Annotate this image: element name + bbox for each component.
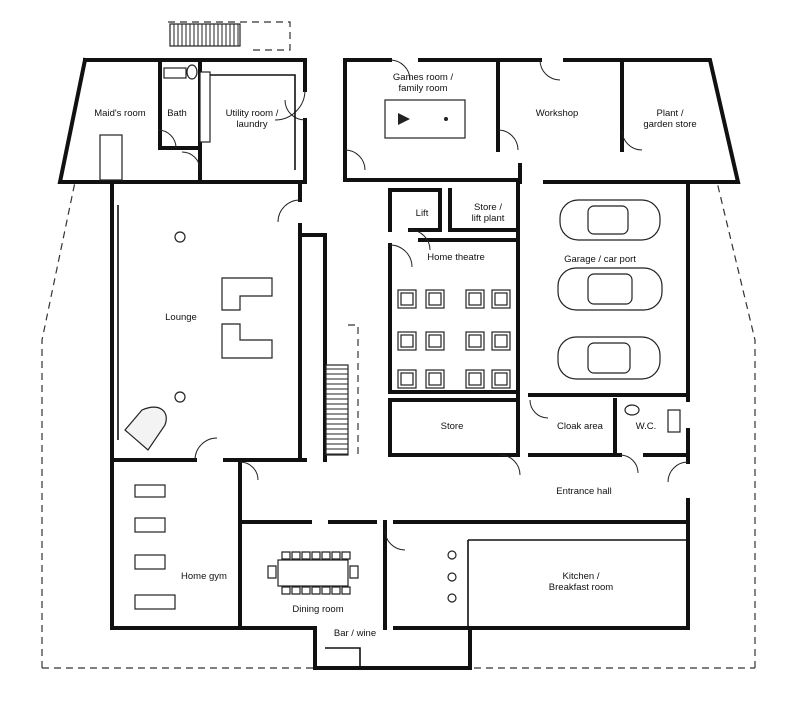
label-kitchen: Kitchen /Breakfast room: [549, 571, 613, 593]
theatre-seat-cushion: [400, 292, 414, 306]
label-wc: W.C.: [636, 421, 657, 432]
label-bar-wine: Bar / wine: [334, 628, 376, 639]
label-lift: Lift: [416, 208, 429, 219]
internal-stair: [325, 324, 359, 456]
theatre-seat-cushion: [468, 334, 482, 348]
label-games-room: Games room /family room: [393, 72, 454, 94]
theatre-seats: [397, 289, 511, 389]
label-workshop: Workshop: [536, 108, 579, 119]
label-store-lift-plant: Store /lift plant: [472, 202, 505, 224]
room-labels: Maid's room Bath Utility room /laundry G…: [94, 72, 696, 639]
label-dining-room: Dining room: [292, 604, 343, 615]
theatre-seat-cushion: [468, 372, 482, 386]
theatre-seat-cushion: [494, 334, 508, 348]
theatre-seat-cushion: [494, 372, 508, 386]
theatre-seat-cushion: [428, 292, 442, 306]
theatre-seat-cushion: [400, 372, 414, 386]
external-stair: [169, 23, 241, 47]
fixtures: [99, 64, 681, 668]
label-cloak-area: Cloak area: [557, 421, 604, 432]
car-3: [557, 336, 661, 380]
label-home-theatre: Home theatre: [427, 252, 485, 263]
label-garage: Garage / car port: [564, 254, 636, 265]
label-home-gym: Home gym: [181, 571, 227, 582]
label-entrance-hall: Entrance hall: [556, 486, 611, 497]
theatre-seat-cushion: [400, 334, 414, 348]
car-2: [557, 267, 663, 311]
theatre-seat-cushion: [428, 334, 442, 348]
doors: [157, 59, 689, 551]
walls: [57, 57, 741, 670]
theatre-seat-cushion: [468, 292, 482, 306]
label-store: Store: [441, 421, 464, 432]
theatre-seat-cushion: [428, 372, 442, 386]
label-maids-room: Maid's room: [94, 108, 146, 119]
theatre-seat-cushion: [494, 292, 508, 306]
label-plant-store: Plant /garden store: [643, 108, 696, 130]
label-lounge: Lounge: [165, 312, 197, 323]
label-bath: Bath: [167, 108, 187, 119]
site-boundary: [41, 21, 756, 669]
label-utility-room: Utility room /laundry: [226, 108, 279, 130]
cars: [557, 199, 663, 380]
car-1: [559, 199, 661, 241]
